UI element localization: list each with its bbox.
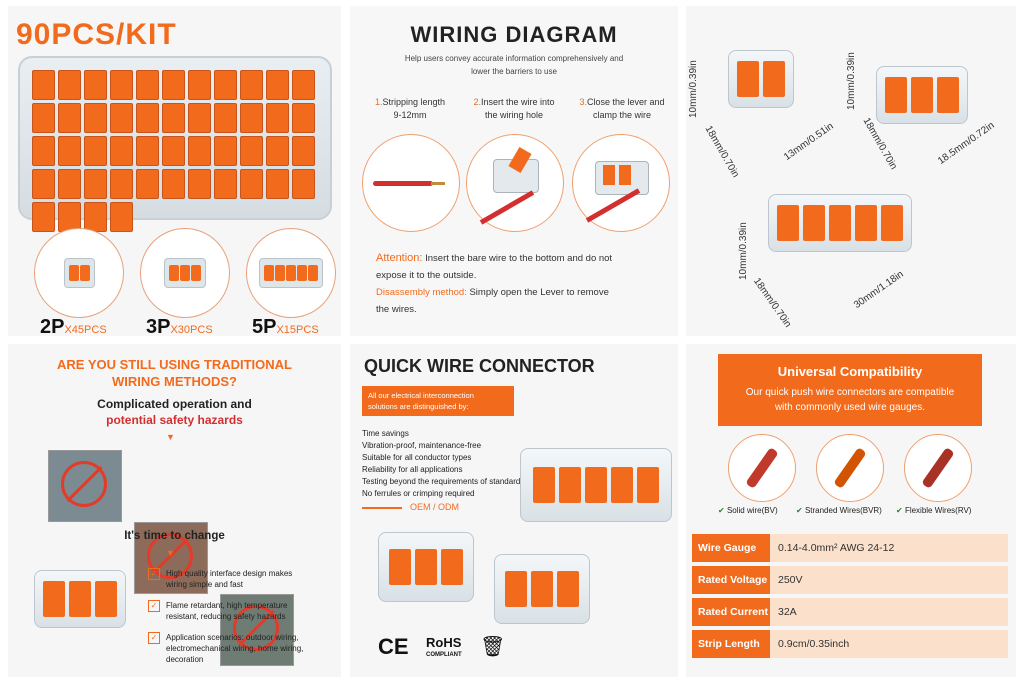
check-icon: ✔ <box>796 506 803 515</box>
feature-list: Time savings Vibration-proof, maintenanc… <box>362 429 525 498</box>
quick-3p-image-b <box>494 554 590 624</box>
chevron-down-icon-2: ▼ <box>166 548 175 558</box>
old-wiring-photo-2 <box>134 522 208 594</box>
kit-2p-label: 2PX45PCS <box>40 316 107 336</box>
compat-panel: Universal Compatibility Our quick push w… <box>686 344 1016 677</box>
dim-3p-height: 10mm/0.39in <box>846 52 857 110</box>
divider <box>362 507 402 509</box>
oem-label: OEM / ODM <box>410 502 459 512</box>
dimensions-panel: 10mm/0.39in 18mm/0.70in 13mm/0.51in 10mm… <box>686 6 1016 336</box>
step-3-image <box>572 134 670 232</box>
kit-5p-label: 5PX15PCS <box>252 316 319 336</box>
dim-2p-height: 10mm/0.39in <box>688 60 699 118</box>
weee-bin-icon: 🗑 <box>480 636 506 658</box>
quick-panel: QUICK WIRE CONNECTOR All our electrical … <box>350 344 678 677</box>
kit-panel: 90PCS/KIT 2PX45PCS 3PX30PCS 5PX15PCS <box>8 6 341 336</box>
wiring-subtitle: Help users convey accurate information c… <box>404 54 624 76</box>
kit-3p-label: 3PX30PCS <box>146 316 213 336</box>
new-connector-image <box>34 570 126 628</box>
dim-2p-depth: 18mm/0.70in <box>702 124 741 180</box>
time-to-change: It's time to change <box>124 530 225 542</box>
chevron-down-icon: ▼ <box>166 432 175 442</box>
dim-5p-height: 10mm/0.39in <box>738 222 749 280</box>
kit-title: 90PCS/KIT <box>16 18 177 51</box>
dim-5p-depth: 18mm/0.70in <box>750 276 794 330</box>
wiring-panel: WIRING DIAGRAM Help users convey accurat… <box>350 6 678 336</box>
check-icon: ✓ <box>148 600 160 612</box>
benefit-item: ✓Application scenarios: outdoor wiring,e… <box>148 632 328 665</box>
step-1-image <box>362 134 460 232</box>
connector-5p-image <box>246 228 336 318</box>
check-icon: ✓ <box>148 568 160 580</box>
dim-2p-width: 13mm/0.51in <box>782 120 836 164</box>
dim-2p-connector <box>728 50 794 108</box>
connector-3p-image <box>140 228 230 318</box>
connector-2p-image <box>34 228 124 318</box>
dim-3p-width: 18.5mm/0.72in <box>936 120 997 168</box>
wiring-title: WIRING DIAGRAM <box>410 22 618 47</box>
wire-flexible-image <box>904 434 972 502</box>
wire-flexible-label: ✔ Flexible Wires(RV) <box>896 506 972 515</box>
compat-header: Universal Compatibility Our quick push w… <box>718 354 982 426</box>
wiring-notes: Attention: Insert the bare wire to the b… <box>376 252 613 315</box>
dim-5p-width: 30mm/1.18in <box>852 268 906 312</box>
check-icon: ✔ <box>718 506 725 515</box>
old-wiring-photo-3 <box>220 594 294 666</box>
check-icon: ✓ <box>148 632 160 644</box>
dim-3p-connector <box>876 66 968 124</box>
wire-stranded-label: ✔ Stranded Wires(BVR) <box>796 506 882 515</box>
old-wiring-photo-1 <box>48 450 122 522</box>
wire-solid-label: ✔ Solid wire(BV) <box>718 506 778 515</box>
quick-title: QUICK WIRE CONNECTOR <box>364 356 595 376</box>
dim-5p-connector <box>768 194 912 252</box>
kit-box-image <box>18 56 332 232</box>
check-icon: ✔ <box>896 506 903 515</box>
quick-3p-image-a <box>378 532 474 602</box>
dim-3p-depth: 18mm/0.70in <box>860 116 899 172</box>
ce-mark: CE <box>378 634 409 659</box>
traditional-subtitle: Complicated operation and potential safe… <box>97 397 252 427</box>
step-2-image <box>466 134 564 232</box>
wire-solid-image <box>728 434 796 502</box>
quick-5p-image <box>520 448 672 522</box>
wire-stranded-image <box>816 434 884 502</box>
